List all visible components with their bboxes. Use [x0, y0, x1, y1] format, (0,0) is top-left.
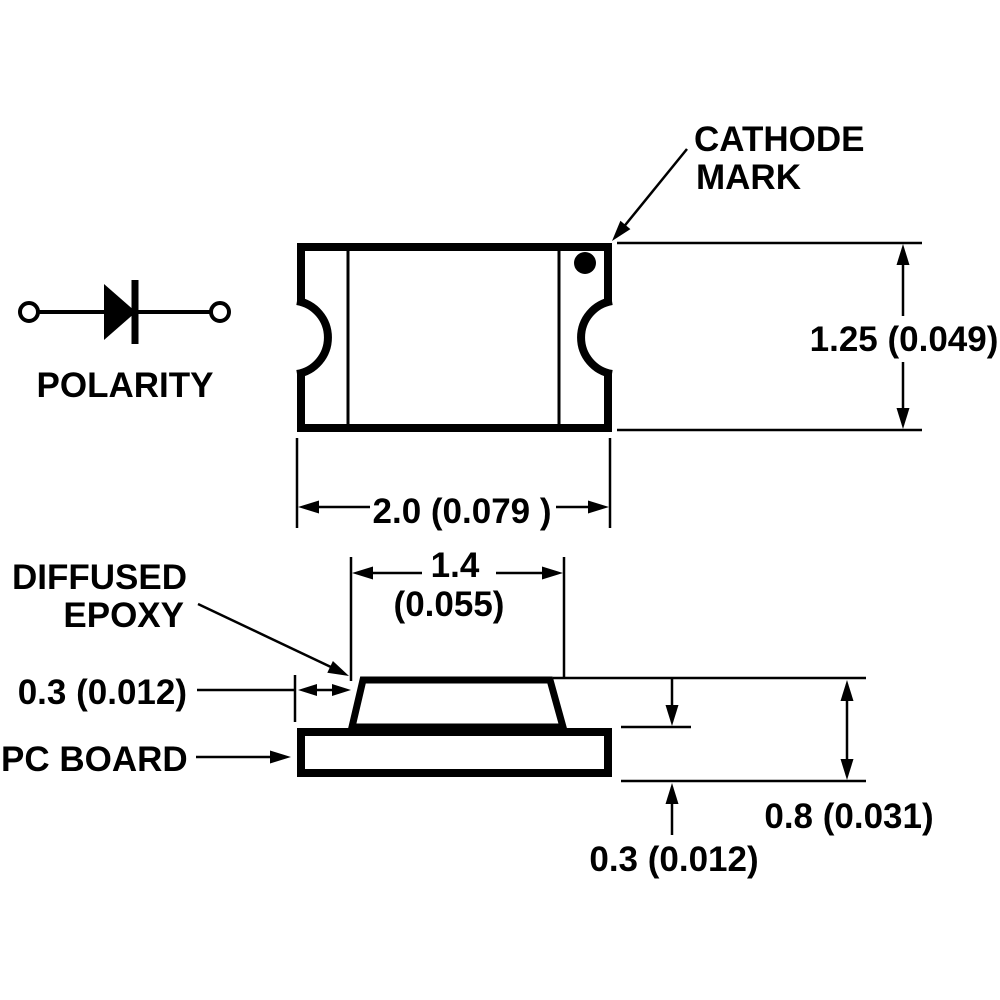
width-dim-label: 2.0 (0.079 ) [373, 492, 552, 531]
polarity-symbol: POLARITY [18, 280, 231, 405]
cathode-mark-label-line2: MARK [696, 158, 801, 197]
epoxy-dome-outline [347, 676, 568, 731]
epoxy-callout-leader-line [197, 602, 334, 670]
right-castellation-notch [577, 297, 613, 378]
epoxy-callout-arrowhead [327, 661, 349, 676]
height-dim-arrowhead-up [896, 244, 910, 265]
board-thickness-label: 0.3 (0.012) [589, 840, 758, 879]
width-dim-arrowhead-right [588, 500, 609, 514]
epoxy-height-arrowhead-down [665, 705, 679, 726]
epoxy-width-arrowhead-left [352, 566, 373, 580]
epoxy-width-label-in: (0.055) [394, 585, 505, 624]
epoxy-label-line2: EPOXY [63, 596, 184, 635]
height-dim-label: 1.25 (0.049) [810, 320, 999, 359]
cathode-mark-label-line1: CATHODE [694, 120, 864, 159]
cathode-mark-dot [574, 252, 596, 274]
pc-board-arrowhead [270, 750, 291, 764]
width-dim-arrowhead-left [298, 500, 319, 514]
edge-offset-arrowhead-left [298, 684, 317, 696]
edge-offset-label: 0.3 (0.012) [18, 673, 187, 712]
epoxy-width-label-mm: 1.4 [431, 546, 480, 585]
total-height-label: 0.8 (0.031) [764, 797, 933, 836]
pc-board-outline [297, 728, 612, 777]
polarity-label: POLARITY [37, 366, 214, 405]
cathode-terminal-circle [209, 301, 231, 323]
epoxy-width-arrowhead-right [542, 566, 563, 580]
height-dim-arrowhead-down [896, 408, 910, 429]
cathode-callout-arrowhead [612, 220, 631, 241]
anode-terminal-circle [18, 301, 40, 323]
cathode-callout-leader-line [621, 148, 688, 230]
total-height-arrowhead-down [840, 759, 854, 780]
epoxy-label-line1: DIFFUSED [12, 558, 187, 597]
side-view: 1.4 (0.055) DIFFUSED EPOXY 0.3 (0.012) P… [1, 546, 934, 879]
total-height-arrowhead-up [840, 680, 854, 701]
board-thickness-arrowhead-up [665, 783, 679, 804]
edge-offset-arrowhead-right [332, 684, 351, 696]
diode-triangle-icon [104, 284, 136, 340]
top-view: CATHODE MARK 1.25 (0.049) 2.0 (0.079 ) [295, 120, 999, 531]
left-castellation-notch [296, 297, 332, 378]
pc-board-label: PC BOARD [1, 740, 188, 779]
